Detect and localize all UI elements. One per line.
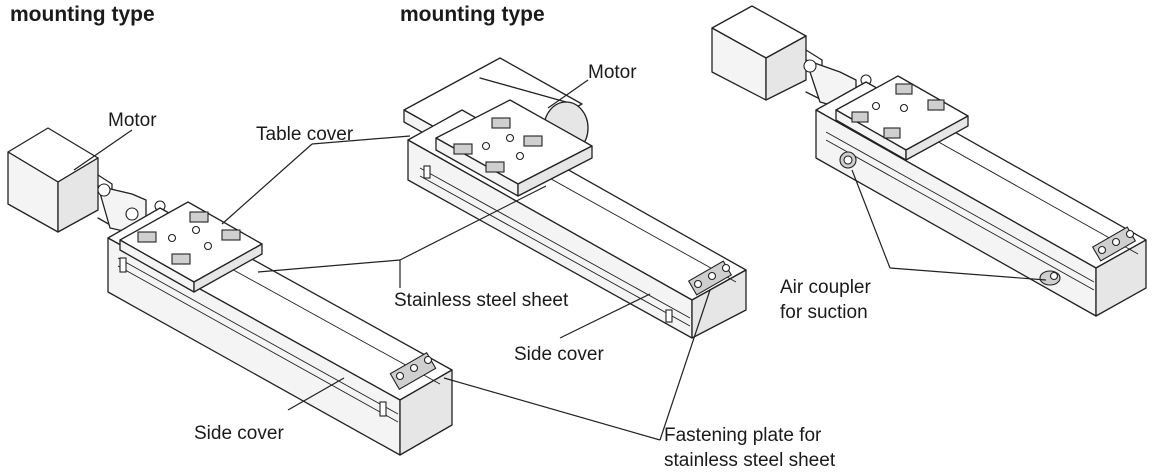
table-middle (435, 99, 593, 197)
air-coupler-top (839, 151, 857, 169)
leader-lines (73, 79, 1047, 441)
heading-middle: mounting type (400, 3, 545, 26)
label-motor-middle: Motor (588, 62, 637, 83)
label-side-cover-middle: Side cover (514, 344, 604, 365)
heading-left: mounting type (10, 3, 155, 26)
air-coupler-bottom (1039, 270, 1061, 286)
motor-left-body (7, 127, 113, 233)
label-air-coupler-line2: for suction (780, 302, 868, 323)
actuator-middle (403, 57, 747, 339)
actuator-left (7, 127, 453, 456)
motor-right-body (711, 5, 823, 101)
label-fastening-plate-line1: Fastening plate for (664, 425, 822, 446)
table-left (119, 201, 263, 293)
actuator-right (711, 5, 1147, 317)
label-table-cover: Table cover (256, 124, 354, 145)
label-air-coupler-line1: Air coupler (780, 277, 871, 298)
label-fastening-plate-line2: stainless steel sheet (664, 450, 836, 471)
label-stainless-steel-sheet: Stainless steel sheet (394, 290, 569, 311)
label-motor-left: Motor (108, 110, 157, 131)
table-right (835, 75, 969, 161)
label-side-cover-left: Side cover (194, 423, 284, 444)
